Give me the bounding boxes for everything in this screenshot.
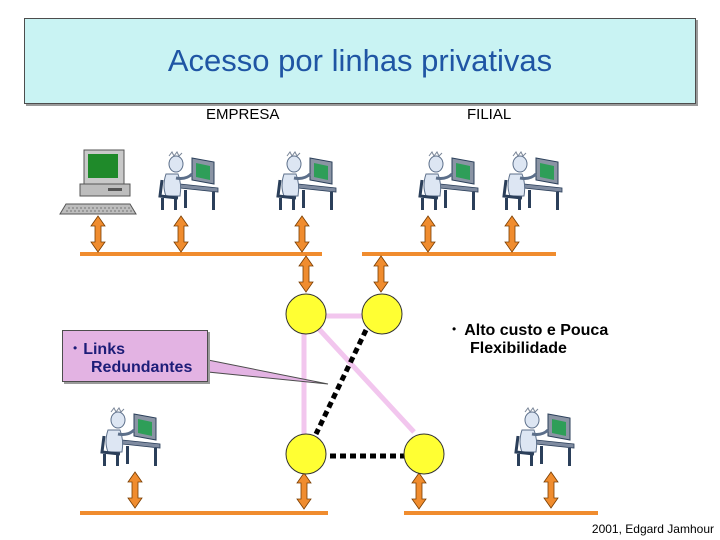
callout-pointer [207, 359, 329, 385]
label-filial: FILIAL [467, 106, 512, 123]
credit: 2001, Edgard Jamhour [591, 522, 714, 536]
label-empresa: EMPRESA [206, 106, 280, 123]
router-filial [361, 293, 403, 335]
double-arrow-icon [127, 471, 143, 509]
user-at-workstation-icon [502, 150, 564, 212]
page-title: Acesso por linhas privativas [167, 43, 553, 78]
user-at-workstation-icon [418, 150, 480, 212]
user-at-workstation-icon [514, 406, 576, 468]
callout-links-redundantes: • Links Redundantes [62, 330, 208, 382]
double-arrow-icon [420, 215, 436, 253]
private-line [313, 328, 369, 436]
double-arrow-icon [173, 215, 189, 253]
double-arrow-icon [411, 472, 427, 510]
computer-icon [59, 149, 137, 215]
double-arrow-icon [298, 255, 314, 293]
redundant-link [316, 326, 416, 434]
double-arrow-icon [294, 215, 310, 253]
note-alto-custo: • Alto custo e Pouca Flexibilidade [452, 322, 608, 358]
user-at-workstation-icon [158, 150, 220, 212]
callout-bullet: • [73, 341, 78, 355]
note-line2: Flexibilidade [470, 340, 567, 357]
note-line1: Alto custo e Pouca [464, 322, 609, 339]
double-arrow-icon [543, 471, 559, 509]
double-arrow-icon [373, 255, 389, 293]
double-arrow-icon [504, 215, 520, 253]
router-bottom-left [285, 433, 327, 475]
user-at-workstation-icon [100, 406, 162, 468]
double-arrow-icon [296, 472, 312, 510]
user-at-workstation-icon [276, 150, 338, 212]
callout-line1: Links [83, 341, 125, 358]
router-empresa [285, 293, 327, 335]
note-bullet: • [452, 322, 457, 336]
router-bottom-right [403, 433, 445, 475]
double-arrow-icon [90, 215, 106, 253]
title-box: Acesso por linhas privativas [24, 18, 696, 104]
callout-line2: Redundantes [91, 359, 193, 376]
